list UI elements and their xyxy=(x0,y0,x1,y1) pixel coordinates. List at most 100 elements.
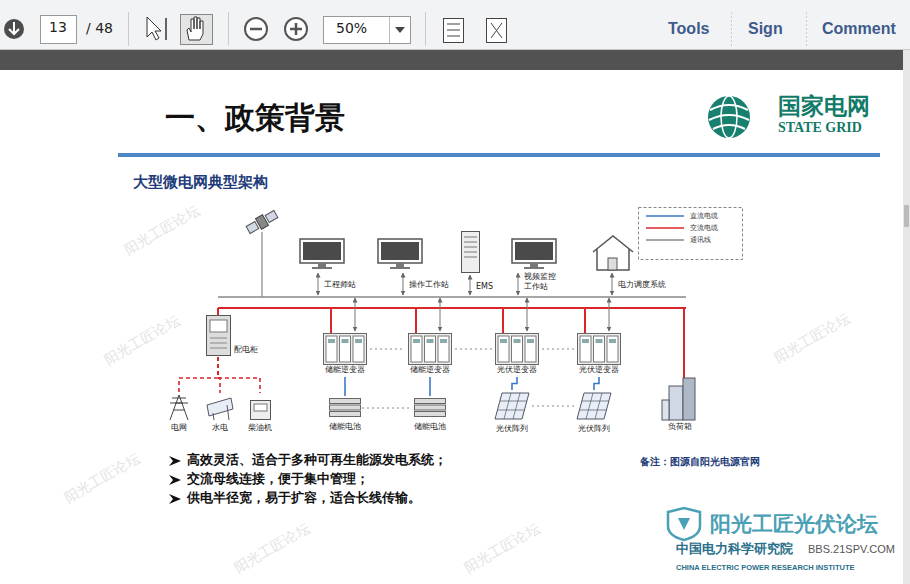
viewer-toolbar-part xyxy=(290,23,302,35)
node-label: 电网 xyxy=(171,423,187,433)
bus-lines xyxy=(218,297,686,408)
legend-text: 交流电缆 xyxy=(690,223,718,233)
watermark: 阳光工匠论坛 xyxy=(121,202,202,259)
station-icons-part xyxy=(593,236,633,270)
node-label: 负荷箱 xyxy=(668,422,692,432)
viewer-toolbar-part xyxy=(250,28,262,31)
cable-connector xyxy=(512,377,517,390)
bus-lines-part xyxy=(584,308,586,333)
watermark-shield xyxy=(668,508,700,540)
pv-array: 光伏阵列 xyxy=(571,390,617,436)
cable-connector xyxy=(429,377,431,396)
slide-decoration xyxy=(118,96,880,157)
inverter-unit: 光伏逆变器 xyxy=(489,331,545,377)
watermark: 阳光工匠论坛 xyxy=(231,520,312,577)
node-label: 水电 xyxy=(212,423,228,433)
zoom-value: 50% xyxy=(336,20,367,37)
slide-decoration-part xyxy=(708,96,750,138)
equipment-icons-part xyxy=(415,399,446,417)
bullet-markers-part xyxy=(169,494,181,504)
equipment-icons xyxy=(170,316,695,421)
station-icons-part xyxy=(462,232,480,273)
equipment-icons-part xyxy=(213,405,229,420)
slide-decoration-part xyxy=(709,105,749,129)
node-label: 储能电池 xyxy=(329,422,361,432)
pv-array: 光伏阵列 xyxy=(489,390,535,436)
bus-lines-part xyxy=(362,349,574,408)
load-box: 负荷箱 xyxy=(655,376,705,434)
logo-text: STATE GRID xyxy=(778,120,862,137)
watermark: 阳光工匠论坛 xyxy=(101,312,182,369)
station-label: 电力调度系统 xyxy=(618,272,666,291)
equipment-icons-part xyxy=(251,401,271,420)
power-source: 水电 xyxy=(203,393,237,435)
station-icons-part xyxy=(612,273,613,295)
section-heading: 大型微电网典型架构 xyxy=(133,173,268,191)
viewer-toolbar-part xyxy=(285,18,307,40)
watermark: BBS.21SPV.COM xyxy=(808,543,895,556)
station-icons-part xyxy=(608,258,617,270)
watermark: 阳光工匠论坛 xyxy=(461,520,542,577)
bus-lines-part xyxy=(527,298,528,331)
viewer-toolbar-part xyxy=(9,22,19,34)
viewer-toolbar-part xyxy=(487,19,507,43)
viewer-toolbar-part xyxy=(324,17,411,44)
bus-lines-part xyxy=(502,308,504,333)
viewer-toolbar-part xyxy=(444,19,464,43)
station-icons-part xyxy=(512,239,556,269)
watermark-shield-part xyxy=(678,518,690,530)
bullet-text: 交流母线连接，便于集中管理； xyxy=(187,471,369,487)
bullet-text: 高效灵活、适合于多种可再生能源发电系统； xyxy=(187,452,447,468)
viewer-toolbar-part xyxy=(0,49,910,50)
bus-lines-part xyxy=(330,308,332,333)
node-label: 光伏逆变器 xyxy=(579,365,619,375)
station-icons-part xyxy=(378,239,422,269)
toolbar-button: Tools xyxy=(668,19,709,38)
watermark-shield-part xyxy=(668,508,700,540)
viewer-toolbar-part xyxy=(147,17,161,40)
cable-connector xyxy=(594,377,599,390)
viewer-toolbar-part xyxy=(128,12,129,46)
station-icons-part xyxy=(464,237,477,257)
bus-lines-part xyxy=(355,298,356,331)
watermark: 阳光工匠论坛 xyxy=(771,310,852,367)
toolbar-button: Comment xyxy=(822,19,896,38)
equipment-icons-part xyxy=(254,404,267,411)
viewer-toolbar-part xyxy=(4,19,24,39)
station-label: 视频监控工作站 xyxy=(524,272,558,291)
toolbar-button: Sign xyxy=(748,19,783,38)
inverter-unit: 光伏逆变器 xyxy=(571,331,627,377)
watermark: 阳光工匠论坛 xyxy=(61,450,142,507)
distribution-cabinet: 配电柜 xyxy=(204,313,268,357)
bus-lines-part xyxy=(217,308,219,315)
node-label: 储能电池 xyxy=(414,422,446,432)
node-label: 光伏阵列 xyxy=(578,424,610,434)
viewer-toolbar-part xyxy=(245,18,267,40)
equipment-icons-part xyxy=(578,334,621,365)
station-label: 操作工作站 xyxy=(409,272,449,291)
bullet-text: 供电半径宽，易于扩容，适合长线传输。 xyxy=(187,490,421,506)
inverter-unit: 储能逆变器 xyxy=(402,331,458,377)
watermark: 中国电力科学研究院 xyxy=(676,541,793,557)
bullet-markers xyxy=(169,456,181,504)
legend-frame-part xyxy=(646,215,684,217)
cable-connector xyxy=(179,357,218,393)
viewer-toolbar xyxy=(0,0,910,50)
viewer-toolbar-part xyxy=(395,27,405,33)
equipment-icons-part xyxy=(662,400,669,420)
node-label: 储能逆变器 xyxy=(325,365,365,375)
viewer-toolbar-part xyxy=(187,17,203,40)
slide-decoration-part xyxy=(118,153,880,157)
inverter-unit: 储能逆变器 xyxy=(317,331,373,377)
equipment-icons-part xyxy=(210,320,227,332)
watermark: 阳光工匠光伏论坛 xyxy=(710,512,878,537)
legend-frame xyxy=(639,208,743,260)
bus-lines-part xyxy=(609,298,610,331)
cable-connector xyxy=(344,377,346,396)
station-icons-part xyxy=(518,273,519,295)
station-label: 工程师站 xyxy=(324,272,356,291)
legend-text: 直流电缆 xyxy=(690,211,718,221)
viewer-frame-part xyxy=(904,205,909,227)
